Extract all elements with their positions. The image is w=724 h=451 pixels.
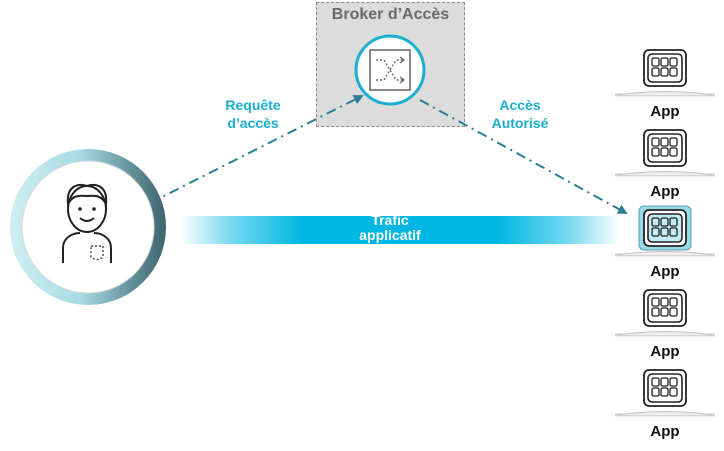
app-grid-icon <box>615 289 715 337</box>
request-label-line2: d’accès <box>227 115 279 131</box>
access-label: Accès Autorisé <box>470 96 570 132</box>
broker-title: Broker d’Accès <box>331 6 450 23</box>
authorized-line <box>419 99 628 214</box>
app-grid-icon <box>615 369 715 417</box>
app-label: App <box>650 103 680 120</box>
traffic-label: Trafic applicatif <box>330 213 450 243</box>
app-label: App <box>650 183 680 200</box>
request-label-line1: Requête <box>225 97 281 113</box>
traffic-band <box>180 216 620 244</box>
app-grid-icon <box>615 49 715 97</box>
shuffle-icon <box>354 34 426 106</box>
app-label: App <box>650 343 680 360</box>
request-label: Requête d’accès <box>208 96 298 132</box>
traffic-label-line1: Trafic <box>371 212 409 228</box>
app-grid-icon <box>615 129 715 177</box>
user-icon <box>10 149 166 305</box>
access-label-line1: Accès <box>499 97 541 113</box>
traffic-label-line2: applicatif <box>359 227 421 243</box>
app-label: App <box>650 423 680 440</box>
app-label: App <box>650 263 680 280</box>
apps-group <box>615 49 715 417</box>
app-grid-icon <box>615 205 715 257</box>
access-label-line2: Autorisé <box>491 115 549 131</box>
request-line <box>149 95 364 204</box>
